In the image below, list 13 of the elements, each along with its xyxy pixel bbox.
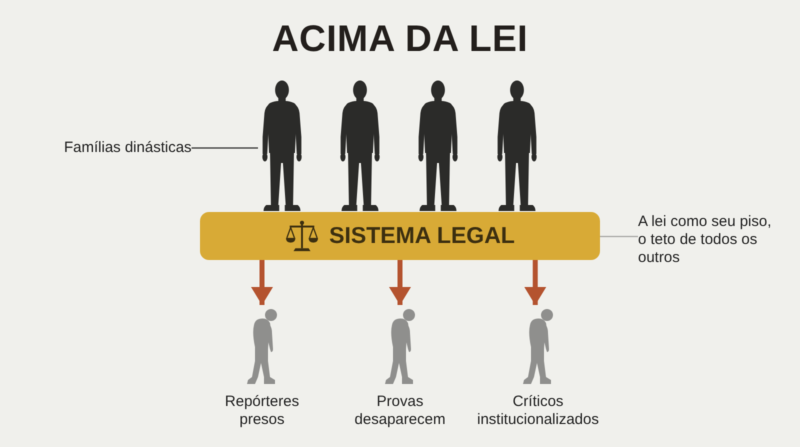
figure-caption: Provas desaparecem [354,393,446,429]
arrow [389,260,411,305]
arrow [251,260,273,305]
bar-label: SISTEMA LEGAL [329,223,515,249]
annotation-text: A lei como seu piso, o teto de todos os outros [638,213,778,267]
figure-caption: Críticos institucionalizados [476,393,600,429]
leader-line [192,147,258,149]
figure-caption: Repórteres presos [224,393,300,429]
arrow [524,260,546,305]
annotation-text: Famílias dinásticas [64,139,192,157]
label-bar [200,212,600,260]
title: ACIMA DA LEI [272,19,528,60]
leader-line [600,236,638,238]
